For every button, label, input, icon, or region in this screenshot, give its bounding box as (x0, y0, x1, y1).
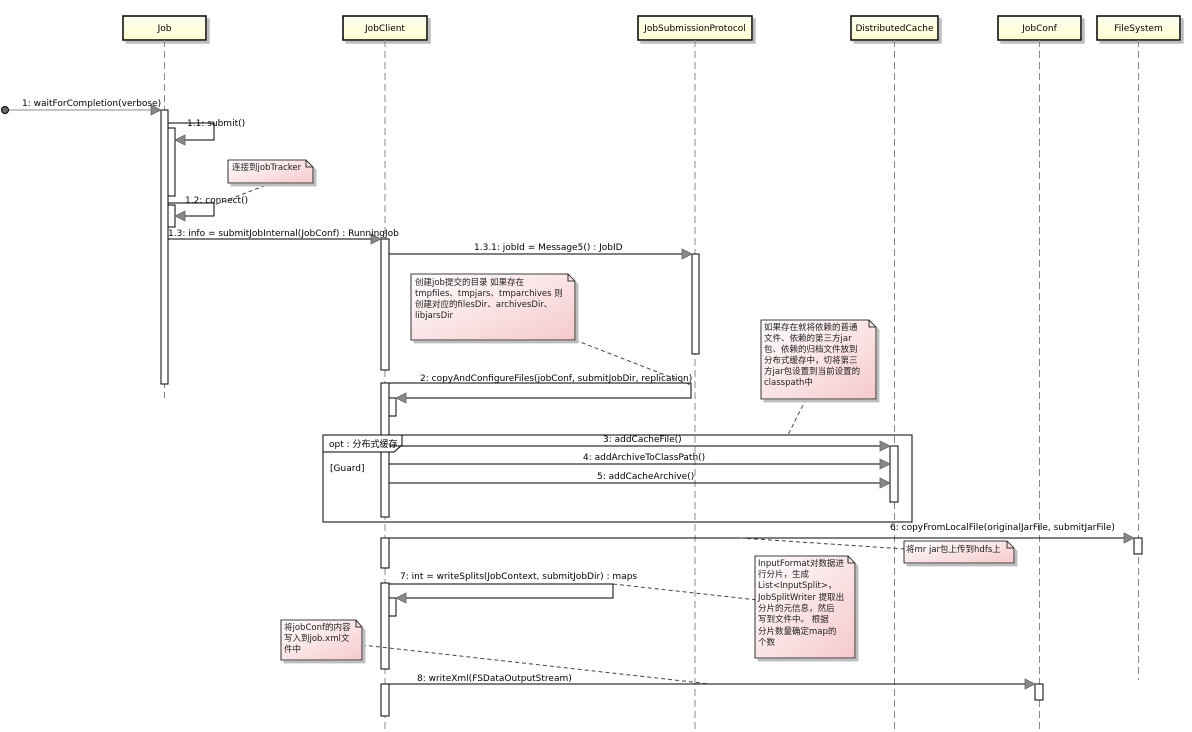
lifeline-header-jsp[interactable]: JobSubmissionProtocol (637, 15, 753, 41)
message-label: 2: copyAndConfigureFiles(jobConf, submit… (420, 374, 692, 384)
message-3[interactable]: 3: addCacheFile() (389, 435, 891, 452)
note-text: 包、依赖的归档文件放到 (764, 344, 858, 355)
message-label: 1: waitForCompletion(verbose) (22, 99, 161, 109)
activation-job-connect (167, 204, 176, 228)
message-1-1[interactable]: 1.1: submit() (168, 119, 245, 146)
note-text: JobSplitWriter 提取出 (757, 592, 844, 603)
activation-jobconf (1034, 683, 1044, 701)
note-anchor-n4 (739, 537, 906, 550)
message-label: 1.2: connect() (185, 196, 248, 206)
note-text: 行分片，生成 (758, 569, 810, 580)
note-anchor-n3 (787, 398, 807, 436)
note-connect-jobtracker[interactable]: 连接到jobTracker (227, 159, 314, 184)
note-write-job-xml[interactable]: 将jobConf的内容 写入到job.xml文 件中 (280, 619, 363, 661)
note-anchor-n1 (213, 182, 273, 206)
message-1-2[interactable]: 1.2: connect() (168, 196, 248, 222)
activation-jsp (691, 253, 700, 355)
lifeline-name-dcache: DistributedCache (855, 24, 933, 34)
note-text: 分片的元信息，然后 (758, 603, 835, 614)
lifeline-name-jobclient: JobClient (364, 24, 405, 34)
note-text: 方jar包设置到当前设置的 (764, 366, 860, 377)
message-2[interactable]: 2: copyAndConfigureFiles(jobConf, submit… (389, 374, 692, 404)
message-7[interactable]: 7: int = writeSplits(JobContext, submitJ… (389, 572, 637, 604)
fragment-operator: opt : 分布式缓存 (329, 438, 398, 450)
activation-job-submit (167, 127, 176, 197)
note-create-submit-dir[interactable]: 创建job提交的目录 如果存在 tmpfiles、tmpjars、tmparch… (410, 273, 576, 341)
message-label: 1.3.1: jobId = Message5() : JobID (474, 243, 623, 253)
activation-jobclient-1 (380, 238, 390, 371)
activation-dcache (889, 445, 899, 503)
note-input-splits[interactable]: InputFormat对数据进 行分片，生成 List<InputSplit>，… (754, 555, 856, 659)
note-text: 写到文件中。 根据 (758, 614, 829, 625)
activation-jobclient-3 (380, 537, 390, 569)
note-text: 文件、依赖的第三方jar (764, 333, 852, 344)
message-5[interactable]: 5: addCacheArchive() (389, 472, 891, 489)
message-8[interactable]: 8: writeXml(FSDataOutputStream) (389, 674, 1036, 690)
lifeline-header-jobconf[interactable]: JobConf (997, 15, 1082, 41)
note-text: 分片数量确定map的 (758, 626, 836, 637)
note-text: tmpfiles、tmpjars、tmparchives 则 (415, 288, 563, 299)
note-text: 将mr jar包上传到hdfs上 (906, 544, 1001, 555)
message-label: 7: int = writeSplits(JobContext, submitJ… (400, 572, 637, 582)
activation-jobclient-self-2 (388, 397, 397, 417)
note-anchor-n6 (361, 644, 711, 685)
note-text: 连接到jobTracker (232, 162, 302, 173)
message-label: 8: writeXml(FSDataOutputStream) (417, 674, 572, 684)
lifeline-header-dcache[interactable]: DistributedCache (850, 15, 939, 41)
activation-jobclient-self-7 (388, 597, 397, 617)
note-text: 件中 (284, 644, 301, 655)
message-label: 4: addArchiveToClassPath() (583, 453, 705, 463)
note-text: 个数 (758, 637, 776, 648)
note-anchors (213, 182, 906, 685)
lifeline-name-job: Job (157, 24, 172, 34)
note-upload-jar[interactable]: 将mr jar包上传到hdfs上 (903, 540, 1015, 564)
note-text: 如果存在就将依赖的普通 (764, 322, 858, 333)
message-label: 6: copyFromLocalFile(originalJarFile, su… (890, 523, 1115, 533)
message-label: 1.1: submit() (187, 119, 245, 129)
found-message-icon (1, 106, 9, 114)
note-text: InputFormat对数据进 (758, 558, 844, 569)
message-1-3[interactable]: 1.3: info = submitJobInternal(JobConf) :… (168, 229, 399, 245)
message-6[interactable]: 6: copyFromLocalFile(originalJarFile, su… (389, 523, 1135, 544)
note-text: 创建job提交的目录 如果存在 (415, 277, 524, 288)
activation-job (160, 109, 169, 385)
note-text: 创建对应的filesDir、archivesDir、 (415, 299, 552, 310)
note-text: 分布式缓存中，切将第三 (764, 355, 858, 366)
lifeline-name-fs: FileSystem (1114, 24, 1163, 34)
lifeline-name-jobconf: JobConf (1021, 24, 1057, 34)
lifeline-header-fs[interactable]: FileSystem (1096, 15, 1181, 41)
activation-jobclient-4 (380, 582, 390, 670)
message-4[interactable]: 4: addArchiveToClassPath() (389, 453, 891, 470)
lifeline-name-jsp: JobSubmissionProtocol (643, 24, 746, 34)
note-anchor-n5 (612, 583, 759, 601)
lifeline-header-job[interactable]: Job (122, 15, 207, 41)
activation-jobclient-5 (380, 683, 390, 717)
fragment-guard: [Guard] (330, 464, 364, 474)
message-label: 3: addCacheFile() (603, 435, 682, 445)
note-text: classpath中 (764, 377, 813, 388)
lifeline-header-jobclient[interactable]: JobClient (342, 15, 428, 41)
note-text: 写入到job.xml文 (284, 633, 350, 644)
message-label: 5: addCacheArchive() (597, 472, 694, 482)
note-text: List<InputSplit>， (758, 581, 836, 591)
note-text: 将jobConf的内容 (284, 622, 351, 633)
note-distributed-cache[interactable]: 如果存在就将依赖的普通 文件、依赖的第三方jar 包、依赖的归档文件放到 分布式… (760, 319, 877, 400)
message-1[interactable]: 1: waitForCompletion(verbose) (1, 99, 162, 116)
message-1-3-1[interactable]: 1.3.1: jobId = Message5() : JobID (389, 243, 693, 260)
message-label: 1.3: info = submitJobInternal(JobConf) :… (168, 229, 399, 239)
combined-fragment-opt[interactable]: opt : 分布式缓存 [Guard] (322, 434, 913, 523)
activation-fs (1133, 537, 1143, 555)
note-text: libjarsDir (415, 311, 454, 321)
